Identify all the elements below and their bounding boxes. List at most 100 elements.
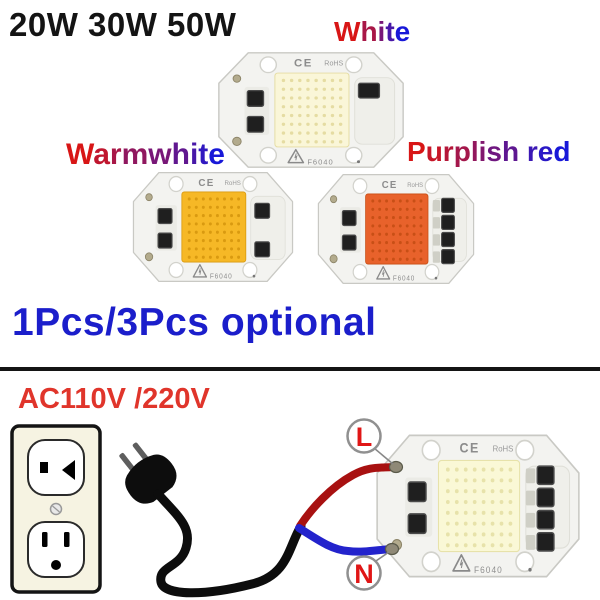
led-die	[472, 532, 477, 537]
led-die	[481, 521, 486, 526]
led-die	[412, 257, 416, 261]
led-die	[490, 467, 495, 472]
pcs-optional-heading: 1Pcs/3Pcs optional	[12, 301, 377, 344]
led-die	[230, 230, 234, 234]
rohs-mark: RoHS	[493, 444, 514, 453]
led-die	[298, 131, 302, 135]
led-die	[223, 247, 226, 251]
led-die	[338, 78, 343, 83]
warning-triangle-icon	[376, 266, 391, 280]
led-die	[194, 230, 198, 234]
solder-pad	[525, 490, 536, 506]
led-die	[454, 521, 459, 526]
led-die	[472, 478, 477, 483]
led-die	[490, 478, 495, 483]
led-die	[230, 205, 234, 209]
smd-component	[157, 232, 173, 249]
warning-triangle-icon	[287, 148, 305, 164]
lightning-glyph	[198, 268, 202, 275]
led-die	[472, 467, 477, 472]
led-die	[472, 499, 477, 505]
live-wire	[296, 463, 397, 530]
lightning-glyph	[294, 153, 298, 161]
cob-chip-white: CE RoHS F6040	[218, 52, 404, 168]
led-die	[419, 199, 423, 203]
led-die	[385, 199, 388, 203]
led-die	[215, 214, 219, 218]
wall-outlet	[10, 424, 102, 594]
led-die	[298, 87, 302, 91]
led-die	[385, 224, 388, 228]
ce-mark: CE	[294, 58, 313, 70]
led-die	[208, 255, 212, 259]
led-die	[481, 478, 486, 483]
led-die	[463, 532, 468, 537]
led-die	[499, 543, 504, 548]
led-die	[419, 249, 423, 253]
led-die	[490, 521, 495, 526]
led-die	[298, 122, 302, 126]
fiducial-dot	[434, 276, 438, 280]
live-pad	[145, 193, 153, 202]
led-die	[194, 255, 198, 259]
led-die	[215, 255, 219, 259]
cob-emitter	[181, 191, 247, 263]
led-die	[208, 222, 212, 226]
led-die	[215, 222, 219, 226]
led-die	[237, 255, 241, 259]
led-die	[237, 205, 241, 209]
variant-label-white: White	[334, 16, 411, 47]
cob-chip-purplish-red: CE RoHS F6040	[316, 172, 476, 286]
neutral-wire	[295, 524, 395, 556]
led-die	[237, 247, 241, 251]
solder-pad	[525, 535, 536, 550]
neutral-pad	[329, 254, 338, 264]
led-die	[298, 105, 302, 109]
led-die	[338, 96, 343, 100]
plug-body	[125, 454, 177, 504]
mounting-hole	[352, 177, 368, 195]
led-die	[490, 499, 495, 505]
led-die	[289, 105, 294, 109]
led-die	[314, 131, 318, 135]
led-die	[215, 197, 219, 201]
led-die	[306, 96, 310, 100]
led-die	[499, 510, 504, 515]
led-die	[208, 197, 212, 201]
led-die	[392, 199, 395, 203]
led-die	[454, 489, 459, 494]
led-die	[398, 257, 402, 261]
led-die	[201, 255, 205, 259]
led-die	[378, 249, 382, 253]
led-die	[223, 205, 226, 209]
led-die	[392, 232, 395, 236]
smd-component	[536, 531, 555, 552]
led-die	[215, 247, 219, 251]
led-die	[281, 105, 286, 109]
led-die	[472, 543, 477, 548]
led-die	[237, 222, 241, 226]
led-die	[306, 122, 310, 126]
led-die	[508, 499, 513, 505]
led-die	[306, 140, 310, 144]
led-die	[454, 467, 459, 472]
led-die	[445, 543, 450, 548]
cob-chip-wired: CE RoHS F6040	[374, 432, 582, 580]
led-die	[445, 478, 450, 483]
led-die	[412, 249, 416, 253]
variant-label-purplish-red: Purplish red	[407, 136, 571, 167]
socket-slot	[40, 462, 48, 473]
ce-mark: CE	[198, 178, 214, 189]
badge-circle	[346, 555, 382, 591]
led-die	[412, 216, 416, 220]
led-die	[314, 87, 318, 91]
led-die	[314, 140, 318, 144]
led-die	[223, 230, 226, 234]
led-die	[405, 199, 409, 203]
smd-component	[407, 513, 427, 535]
cob-chip-warmwhite: CE RoHS F6040	[131, 170, 295, 284]
led-die	[405, 257, 409, 261]
solder-pad	[525, 512, 536, 528]
led-die	[187, 197, 191, 201]
led-die	[281, 78, 286, 83]
